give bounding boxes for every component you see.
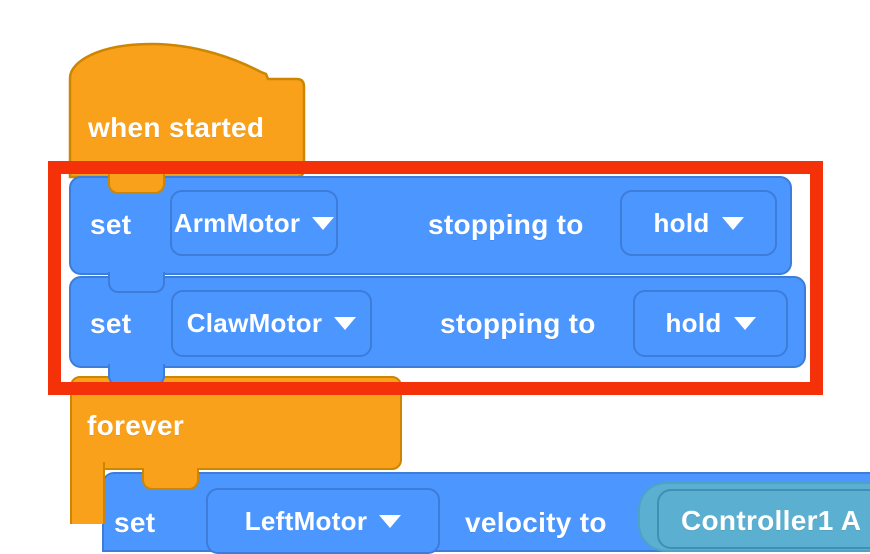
arm-motor-dropdown[interactable]: ArmMotor — [170, 190, 338, 256]
block-connector-bump — [108, 170, 165, 194]
claw-motor-dropdown[interactable]: ClawMotor — [171, 290, 372, 357]
when-started-label: when started — [88, 112, 265, 143]
block-connector-bump — [142, 468, 199, 490]
when-started-block[interactable] — [66, 40, 308, 181]
set-label: set — [114, 507, 156, 538]
highlight-annotation-rectangle — [48, 161, 823, 395]
arm-hold-dropdown-value: hold — [653, 207, 710, 238]
stopping-to-label: stopping to — [428, 209, 584, 240]
arm-hold-dropdown[interactable]: hold — [620, 190, 777, 256]
dropdown-arrow-icon — [721, 216, 744, 230]
velocity-to-label: velocity to — [465, 507, 607, 538]
left-motor-dropdown-value: LeftMotor — [244, 505, 368, 536]
set-label: set — [90, 308, 132, 339]
left-motor-dropdown[interactable]: LeftMotor — [206, 488, 440, 554]
block-connector-bump — [108, 272, 165, 293]
dropdown-arrow-icon — [334, 317, 357, 330]
set-label: set — [90, 209, 132, 240]
claw-hold-dropdown-value: hold — [665, 308, 722, 338]
controller-reporter-value: Controller1 A — [681, 505, 862, 536]
stopping-to-label: stopping to — [440, 308, 596, 339]
hat-block-shape — [68, 42, 306, 179]
forever-block-left-wall — [70, 462, 105, 524]
claw-motor-dropdown-value: ClawMotor — [186, 308, 323, 338]
claw-hold-dropdown[interactable]: hold — [633, 290, 788, 357]
arm-motor-dropdown-value: ArmMotor — [173, 207, 301, 238]
dropdown-arrow-icon — [379, 514, 402, 528]
dropdown-arrow-icon — [312, 216, 335, 230]
forever-label: forever — [87, 410, 185, 441]
dropdown-arrow-icon — [733, 317, 756, 330]
